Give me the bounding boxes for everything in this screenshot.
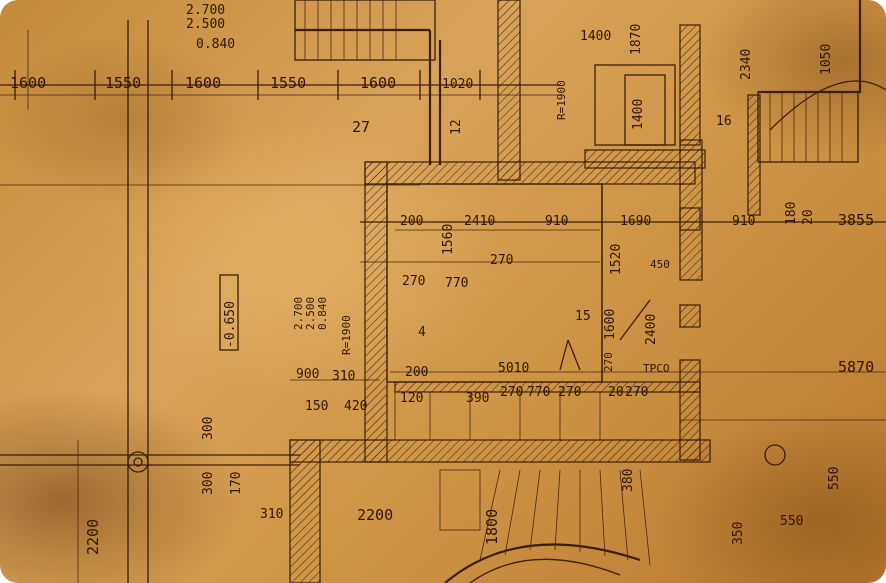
dim-d-7: 150 — [305, 399, 328, 414]
grid-lines — [0, 20, 886, 583]
left-stack-2: 2.500 — [304, 297, 317, 330]
dim-g-10: 20 — [801, 209, 816, 225]
dim-a-4: 1690 — [620, 214, 651, 229]
dim-e-3: 270 — [558, 385, 581, 400]
dim-c-1: 1520 — [609, 244, 624, 275]
stack-top-2: 2.500 — [186, 17, 225, 32]
dim-b-5: 450 — [650, 258, 670, 271]
radius-mark: R=1900 — [340, 315, 353, 355]
dim-g-5: 1400 — [631, 99, 646, 130]
dim-e-1: 270 — [500, 385, 523, 400]
dim-e-7: 390 — [466, 391, 489, 406]
dim-top-4: 1550 — [270, 74, 306, 92]
dim-f-4: 1400 — [580, 29, 611, 44]
dim-a-2: 2410 — [464, 214, 495, 229]
dim-d-4: 310 — [332, 369, 355, 384]
stack-top-1: 2.700 — [186, 3, 225, 18]
dim-f-5: 380 — [621, 469, 636, 492]
mark-27: 27 — [352, 118, 370, 136]
dim-g-7: 2340 — [739, 49, 754, 80]
dim-f-2: 2200 — [357, 506, 393, 524]
dim-d-5: 900 — [296, 367, 319, 382]
stack-top-3: 0.840 — [196, 37, 235, 52]
upper-stair — [294, 0, 442, 165]
curved-stair — [444, 469, 651, 583]
dim-g-3: 550 — [780, 514, 803, 529]
dim-d-6: 420 — [344, 399, 367, 414]
dim-e-5: 270 — [625, 385, 648, 400]
dim-top-3: 1600 — [185, 74, 221, 92]
dim-f-1: 2200 — [84, 519, 102, 555]
dim-c-2: 1600 — [603, 309, 618, 340]
level-text: -0.650 — [223, 301, 238, 348]
dim-e-2: 770 — [527, 385, 550, 400]
dim-a-6: 3855 — [838, 211, 874, 229]
dim-g-1: 350 — [731, 522, 746, 545]
dim-f-9: 170 — [229, 472, 244, 495]
level-box — [219, 274, 239, 351]
dim-top-6: 1020 — [442, 77, 473, 92]
dim-a-5: 910 — [732, 214, 755, 229]
dim-g-2: 550 — [827, 467, 842, 490]
room-outlines — [386, 64, 681, 531]
top-dimension-ticks — [14, 70, 481, 100]
dim-b-1: 1560 — [441, 224, 456, 255]
dim-d-2: 270 — [602, 352, 615, 372]
dim-g-6: 1870 — [629, 24, 644, 55]
mark-tpco: TPCO — [643, 362, 670, 375]
dim-top-1: 1600 — [10, 74, 46, 92]
dim-d-3: 200 — [405, 365, 428, 380]
dim-a-3: 910 — [545, 214, 568, 229]
dim-g-8: 1050 — [819, 44, 834, 75]
walls — [289, 0, 761, 583]
column-markers — [127, 207, 786, 473]
left-stack-3: 0.840 — [316, 297, 329, 330]
dim-e-6: 120 — [400, 391, 423, 406]
mark-4: 4 — [418, 325, 426, 340]
dim-c-3: 2400 — [644, 314, 659, 345]
dim-g-4: 5870 — [838, 358, 874, 376]
dim-d-1: 5010 — [498, 361, 529, 376]
dim-b-4: 270 — [490, 253, 513, 268]
dim-f-8: 300 — [201, 472, 216, 495]
dim-b-2: 270 — [402, 274, 425, 289]
mark-15: 15 — [575, 309, 591, 324]
dim-a-1: 200 — [400, 214, 423, 229]
dim-top-2: 1550 — [105, 74, 141, 92]
mark-16: 16 — [716, 114, 732, 129]
mark-12: 12 — [449, 119, 464, 135]
dim-top-5: 1600 — [360, 74, 396, 92]
dim-e-4: 20 — [608, 385, 624, 400]
left-stack-1: 2.700 — [292, 297, 305, 330]
dim-f-3: 1800 — [483, 509, 501, 545]
dim-f-6: 310 — [260, 507, 283, 522]
right-stair — [757, 0, 886, 163]
dim-g-9: 180 — [784, 202, 799, 225]
radius-mark-2: R=1900 — [555, 80, 568, 120]
dim-f-7: 300 — [201, 417, 216, 440]
left-stack: 2.700 2.500 0.840 — [292, 297, 329, 330]
dim-b-3: 770 — [445, 276, 468, 291]
